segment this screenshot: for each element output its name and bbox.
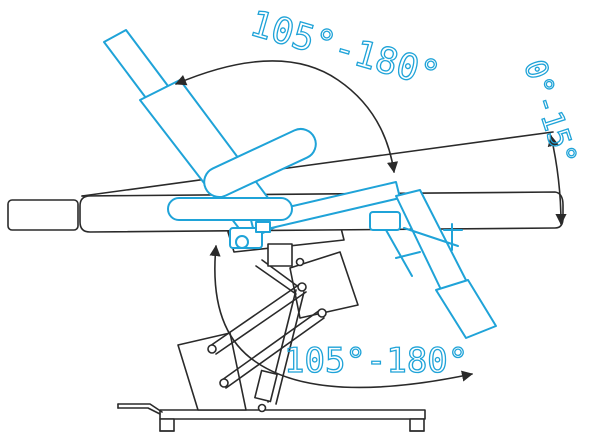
legrest-angle-arc <box>209 244 474 389</box>
tilt-angle-arc <box>547 134 567 226</box>
lift-mechanism <box>177 223 359 413</box>
legrest-angle-label: 105°-180° <box>284 341 468 381</box>
base-frame <box>159 409 426 432</box>
tilt-angle-label: 0°-15° <box>516 56 583 170</box>
foot-pedal <box>117 403 163 415</box>
reclined-seat <box>167 181 401 249</box>
backrest-angle-label: 105°-180° <box>246 3 445 96</box>
backrest-angle-arc <box>174 60 399 174</box>
